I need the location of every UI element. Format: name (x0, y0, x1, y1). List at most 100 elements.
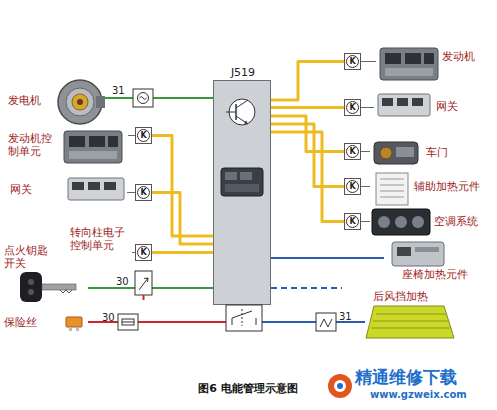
transistor-symbol (244, 121, 248, 125)
component-label: 座椅加热元件 (402, 268, 468, 281)
heater-illustration (376, 173, 408, 205)
transistor-symbol (236, 100, 248, 108)
relay-coil-label: K (346, 215, 359, 228)
gateway-illustration (68, 178, 124, 200)
ecu-illustration (69, 151, 117, 159)
relay-k-box: K (135, 244, 152, 261)
wire-connector (271, 257, 384, 259)
gateway-illustration (72, 182, 84, 190)
climate-panel-illustration (372, 209, 430, 235)
generator-symbol (138, 93, 149, 104)
key-illustration (20, 272, 42, 302)
wire-connector (361, 221, 370, 222)
callout-number: 31 (339, 311, 352, 322)
generator-symbol (133, 89, 153, 107)
generator-illustration (66, 88, 94, 116)
relay-symbol (226, 305, 262, 331)
wire-connector (88, 305, 232, 322)
figure-caption: 图6 电能管理示意图 (150, 381, 346, 396)
seat-heater-illustration (392, 242, 444, 266)
key-illustration (42, 284, 76, 290)
key-illustration (28, 289, 34, 295)
wire-connector (361, 107, 374, 108)
gateway-illustration (382, 98, 393, 106)
fuse-illustration (76, 327, 79, 331)
wire-connector (152, 136, 213, 237)
watermark-logo (334, 380, 346, 392)
dashed-wire (271, 287, 342, 289)
climate-panel-illustration (412, 216, 424, 228)
gateway-illustration (104, 182, 116, 190)
wire-connector (152, 193, 213, 245)
rear-relay-symbol (320, 319, 332, 327)
component-label: 发电机 (8, 94, 41, 107)
key-illustration (60, 290, 72, 293)
rear-window-illustration (373, 321, 448, 322)
unit-heading: J519 (214, 66, 272, 79)
wire-connector (361, 61, 376, 62)
rear-window-illustration (376, 314, 446, 315)
callout-number: 31 (112, 85, 125, 96)
j519-unit-illustration (240, 172, 252, 180)
watermark-text: 精通维修下载 (355, 366, 457, 389)
ecu-illustration (69, 136, 85, 147)
relay-k-box: K (135, 127, 152, 144)
generator-illustration (77, 99, 83, 105)
heater-illustration (376, 173, 408, 205)
generator-symbol (133, 89, 153, 107)
fuse-illustration (66, 317, 82, 331)
rear-window-illustration (366, 306, 454, 338)
component-label: 保险丝 (4, 316, 37, 329)
relay-k-box: K (344, 178, 361, 195)
engine-ecu-illustration (380, 48, 438, 80)
generator-illustration (72, 94, 88, 110)
fuse-symbol (122, 322, 134, 323)
fuse-illustration (66, 317, 82, 327)
climate-panel-illustration (395, 216, 407, 228)
component-label: 发动机控制单元 (8, 132, 56, 158)
component-label: 后风挡加热 (373, 290, 428, 303)
wire-connector (105, 97, 213, 99)
seat-heater-illustration (397, 247, 411, 256)
gateway-illustration (412, 98, 423, 106)
gateway-illustration (68, 178, 124, 200)
fuse-symbol (118, 314, 138, 330)
component-node: 点火钥匙开关 (4, 244, 88, 302)
fuse-symbol (122, 319, 134, 325)
component-node: 转向柱电子控制单元 (70, 226, 132, 254)
watermark-url: www.gzweix.com (370, 389, 467, 400)
wire-connector (258, 305, 365, 322)
relay-symbol (256, 318, 257, 325)
engine-ecu-illustration (385, 53, 401, 64)
relay-coil-label: K (346, 180, 359, 193)
engine-ecu-illustration (405, 53, 421, 64)
climate-panel-illustration (372, 209, 430, 235)
door-module-illustration (396, 147, 414, 157)
relay-coil-label: K (137, 186, 150, 199)
relay-symbol (226, 305, 262, 331)
ignition-switch-symbol (135, 271, 152, 300)
component-label: 辅助加热元件 (414, 180, 490, 193)
j519-unit-illustration (221, 168, 263, 196)
component-label: 网关 (10, 183, 32, 196)
wire-connector (271, 116, 344, 152)
heater-illustration (380, 197, 404, 198)
wire-connector (271, 132, 344, 222)
rear-window-illustration (366, 306, 454, 338)
engine-ecu-illustration (380, 48, 438, 80)
component-label: 网关 (436, 100, 458, 113)
relay-coil-label: K (346, 145, 359, 158)
ecu-illustration (89, 136, 105, 147)
relay-k-box: K (344, 213, 361, 230)
component-label: 点火钥匙开关 (4, 244, 50, 270)
ignition-switch-symbol (135, 271, 152, 295)
j519-unit-illustration (225, 172, 237, 180)
relay-coil-label: K (346, 55, 359, 68)
generator-symbol (140, 97, 147, 100)
component-label: 发动机 (442, 50, 475, 63)
ecu-illustration (64, 131, 122, 163)
wire-connector (361, 151, 370, 152)
relay-k-box: K (344, 53, 361, 70)
